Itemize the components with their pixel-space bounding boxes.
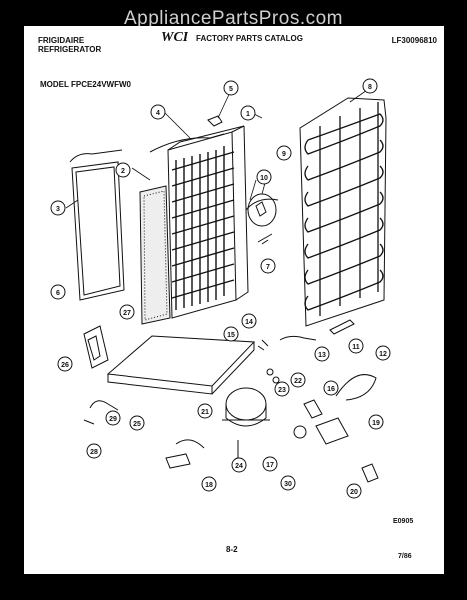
- callout-18-label: 18: [205, 482, 213, 489]
- catalog-part-number: LF30096810: [391, 36, 437, 45]
- callout-4-label: 4: [156, 110, 160, 117]
- callout-28: 28: [86, 443, 102, 459]
- callout-27: 27: [119, 304, 135, 320]
- drawing-code: E0905: [393, 518, 414, 525]
- callout-29-label: 29: [109, 416, 117, 423]
- callout-22-label: 22: [294, 378, 302, 385]
- callout-15: 15: [223, 326, 239, 342]
- catalog-title: FACTORY PARTS CATALOG: [196, 34, 303, 43]
- drain-line-part: [335, 374, 377, 401]
- callout-17: 17: [262, 456, 278, 472]
- callout-3: 3: [50, 200, 66, 216]
- callout-27-label: 27: [123, 310, 131, 317]
- callout-9-label: 9: [282, 151, 286, 158]
- callout-20-label: 20: [350, 489, 358, 496]
- callout-18: 18: [201, 476, 217, 492]
- callout-30: 30: [280, 475, 296, 491]
- model-number: MODEL FPCE24VWFW0: [40, 80, 131, 89]
- watermark: AppliancePartsPros.com: [123, 8, 344, 29]
- base-plate-part: [106, 335, 256, 387]
- back-panel-part: [71, 161, 125, 301]
- callout-19-label: 19: [372, 420, 380, 427]
- callout-1-label: 1: [246, 111, 250, 118]
- callout-1: 1: [240, 105, 256, 121]
- callout-19: 19: [368, 414, 384, 430]
- callout-23: 23: [274, 381, 290, 397]
- callout-2-label: 2: [121, 168, 125, 175]
- callout-21: 21: [197, 403, 213, 419]
- callout-14: 14: [241, 313, 257, 329]
- drier-part: [329, 319, 355, 335]
- callout-6-label: 6: [56, 290, 60, 297]
- callout-12-label: 12: [379, 351, 387, 358]
- brand-block: FRIGIDAIRE REFRIGERATOR: [38, 36, 101, 54]
- parts-sheet: [24, 26, 444, 574]
- callout-2: 2: [115, 162, 131, 178]
- callout-22: 22: [290, 372, 306, 388]
- callout-25: 25: [129, 415, 145, 431]
- callout-12: 12: [375, 345, 391, 361]
- product-type: REFRIGERATOR: [38, 45, 102, 54]
- callout-5: 5: [223, 80, 239, 96]
- callout-26-label: 26: [61, 362, 69, 369]
- callout-4: 4: [150, 104, 166, 120]
- callout-6: 6: [50, 284, 66, 300]
- clamp-part: [255, 201, 267, 217]
- callout-10: 10: [256, 169, 272, 185]
- callout-20: 20: [346, 483, 362, 499]
- callout-17-label: 17: [266, 462, 274, 469]
- callout-13: 13: [314, 346, 330, 362]
- callout-25-label: 25: [133, 421, 141, 428]
- brand-name: FRIGIDAIRE: [38, 36, 85, 45]
- callout-23-label: 23: [278, 387, 286, 394]
- condenser-part: [299, 97, 387, 327]
- filter-pad-part: [139, 185, 171, 325]
- svg-text:WCI: WCI: [161, 30, 188, 43]
- cover-part: [315, 417, 349, 445]
- overload-part: [293, 425, 307, 439]
- callout-30-label: 30: [284, 481, 292, 488]
- tube-part: [149, 133, 225, 153]
- callout-9: 9: [276, 145, 292, 161]
- callout-28-label: 28: [90, 449, 98, 456]
- callout-7-label: 7: [266, 264, 270, 271]
- callout-labels: 1 2 3 4 5 6 7 8 9 10 11 12 13 14 15 16 1…: [50, 78, 391, 499]
- callout-26: 26: [57, 356, 73, 372]
- clamp-detail-circle: [247, 193, 277, 227]
- callout-7: 7: [260, 258, 276, 274]
- callout-11-label: 11: [352, 344, 360, 351]
- clip-part: [207, 115, 223, 127]
- callout-13-label: 13: [318, 352, 326, 359]
- callout-29: 29: [105, 410, 121, 426]
- wire-part: [83, 400, 119, 425]
- relay-part: [303, 399, 323, 419]
- bracket-part: [83, 325, 109, 369]
- callout-16: 16: [323, 380, 339, 396]
- connector-part: [165, 453, 191, 469]
- clip-20-part: [361, 463, 379, 483]
- callout-5-label: 5: [229, 86, 233, 93]
- callout-24-label: 24: [235, 463, 243, 470]
- callout-15-label: 15: [227, 332, 235, 339]
- callout-8-label: 8: [368, 84, 372, 91]
- callout-24: 24: [231, 457, 247, 473]
- wci-logo: WCI: [161, 30, 188, 43]
- callout-21-label: 21: [201, 409, 209, 416]
- catalog-date: 7/86: [398, 553, 412, 560]
- page-number: 8-2: [226, 545, 238, 554]
- callout-14-label: 14: [245, 319, 253, 326]
- callout-16-label: 16: [327, 386, 335, 393]
- compressor-part: [225, 387, 267, 421]
- callout-8: 8: [362, 78, 378, 94]
- callout-3-label: 3: [56, 206, 60, 213]
- callout-10-label: 10: [260, 175, 268, 182]
- screw-part: [257, 233, 273, 245]
- callout-11: 11: [348, 338, 364, 354]
